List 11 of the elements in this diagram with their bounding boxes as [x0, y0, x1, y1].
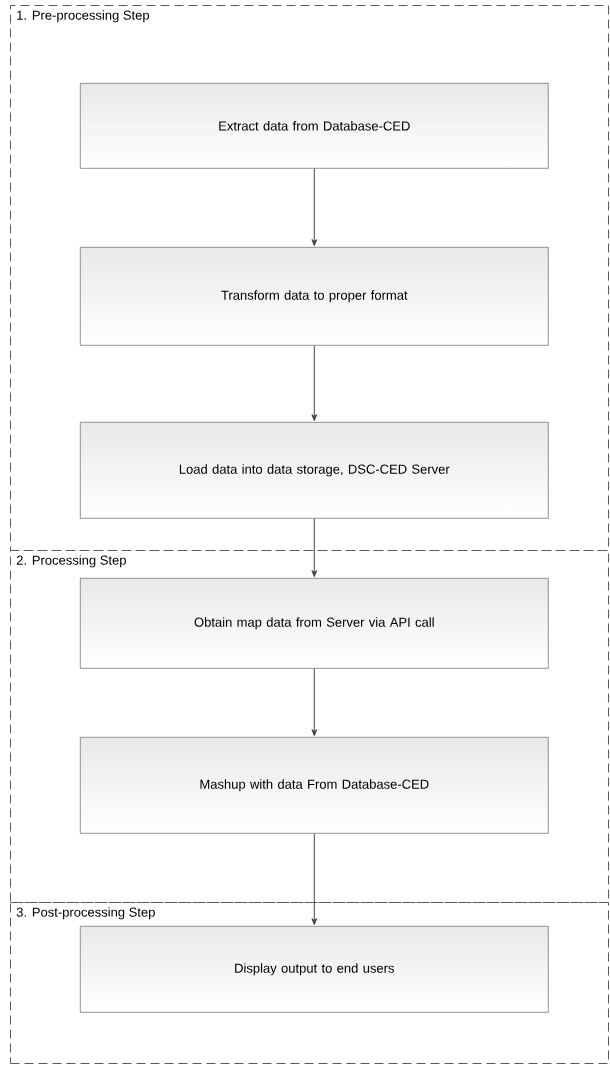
arrow — [311, 345, 318, 422]
process-box: Obtain map data from Server via API call — [80, 578, 549, 669]
process-box: Extract data from Database-CED — [80, 83, 549, 169]
process-box: Load data into data storage, DSC-CED Server — [80, 422, 549, 519]
arrow — [311, 168, 318, 247]
arrow — [311, 668, 318, 737]
process-box: Transform data to proper format — [80, 247, 549, 346]
process-box: Mashup with data From Database-CED — [80, 737, 549, 834]
process-box: Display output to end users — [80, 926, 549, 1013]
arrow — [311, 518, 318, 578]
arrow — [311, 833, 318, 926]
